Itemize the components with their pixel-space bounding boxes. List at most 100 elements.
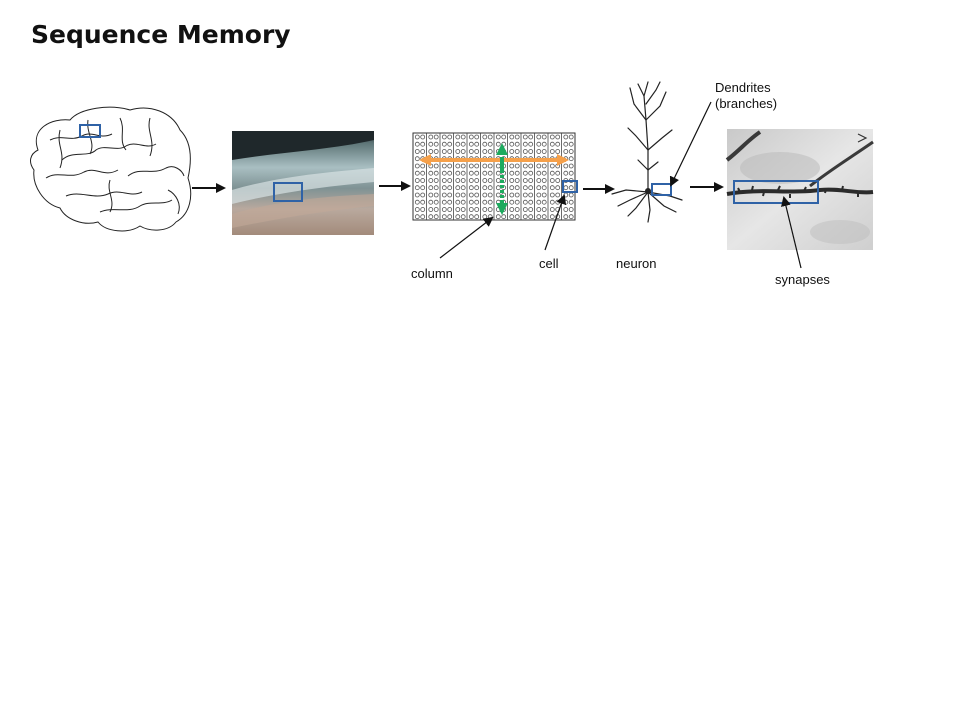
cell-circle — [555, 178, 561, 183]
cell-circle — [447, 149, 453, 154]
cell-circle — [482, 199, 488, 205]
cell-circle — [414, 170, 420, 176]
cell-circle — [414, 192, 420, 198]
cell-circle — [468, 199, 474, 205]
cell-circle — [514, 214, 520, 220]
cell-circle — [460, 207, 466, 212]
cell-circle — [414, 149, 420, 154]
cell-circle — [509, 149, 515, 154]
synapses-pointer — [781, 196, 802, 269]
cell-circle — [441, 192, 447, 198]
cell-circle — [549, 199, 555, 205]
neuron-label: neuron — [616, 256, 657, 271]
cell-circle — [455, 170, 461, 176]
cell-circle — [495, 170, 501, 176]
cell-circle — [528, 178, 534, 183]
cell-circle — [455, 163, 461, 169]
cell-circle — [514, 170, 520, 176]
cell-circle — [441, 199, 447, 205]
cell-circle — [536, 141, 542, 147]
cell-circle — [441, 163, 447, 169]
cell-circle — [522, 214, 528, 220]
cell-circle — [414, 178, 420, 183]
cell-circle — [433, 163, 439, 169]
cell-circle — [455, 134, 461, 140]
cell-circle — [528, 207, 534, 212]
cell-circle — [563, 141, 569, 147]
cell-circle — [509, 199, 515, 205]
cell-circle — [428, 149, 434, 154]
cell-circle — [514, 178, 520, 183]
cell-circle — [528, 170, 534, 176]
cell-circle — [420, 134, 426, 140]
cell-circle — [487, 207, 493, 212]
cell-circle — [568, 214, 574, 220]
cell-circle — [509, 134, 515, 140]
cell-circle — [468, 170, 474, 176]
cell-circle — [541, 163, 547, 169]
cell-circle — [420, 199, 426, 205]
cell-circle — [468, 163, 474, 169]
cell-circle — [447, 178, 453, 183]
cell-circle — [555, 170, 561, 176]
cell-circle — [455, 149, 461, 154]
cell-circle — [468, 141, 474, 147]
cell-circle — [433, 170, 439, 176]
cell-circle — [428, 170, 434, 176]
cell-circle — [420, 141, 426, 147]
cell-circle — [549, 170, 555, 176]
cell-circle — [487, 149, 493, 154]
cell-circle — [414, 141, 420, 147]
cell-circle — [541, 149, 547, 154]
cell-circle — [514, 134, 520, 140]
cell-circle — [455, 192, 461, 198]
cell-circle — [468, 178, 474, 183]
cell-circle — [420, 185, 426, 191]
cell-circle — [563, 207, 569, 212]
cell-circle — [482, 134, 488, 140]
cell-circle — [482, 149, 488, 154]
cell-circle — [447, 192, 453, 198]
brain-region-highlight — [79, 124, 101, 138]
cell-circle — [487, 192, 493, 198]
cell-circle — [509, 214, 515, 220]
cell-circle — [522, 170, 528, 176]
cell-circle — [460, 163, 466, 169]
cell-circle — [433, 192, 439, 198]
cell-circle — [568, 134, 574, 140]
cell-circle — [568, 141, 574, 147]
cell-circle — [514, 199, 520, 205]
cell-circle — [433, 199, 439, 205]
cell-circle — [536, 185, 542, 191]
cell-circle — [474, 199, 480, 205]
cell-circle — [460, 199, 466, 205]
cell-circle — [522, 134, 528, 140]
cell-circle — [536, 207, 542, 212]
cell-circle — [541, 199, 547, 205]
cell-circle — [482, 192, 488, 198]
cell-circle — [447, 207, 453, 212]
cell-circle — [441, 134, 447, 140]
cell-circle — [428, 134, 434, 140]
cell-circle — [428, 192, 434, 198]
column-label: column — [411, 266, 453, 281]
cell-circle — [420, 170, 426, 176]
cell-circle — [468, 214, 474, 220]
cell-circle — [487, 134, 493, 140]
cell-circle — [474, 185, 480, 191]
cell-circle — [433, 207, 439, 212]
cell-circle — [474, 149, 480, 154]
cell-circle — [522, 199, 528, 205]
cell-circle — [433, 149, 439, 154]
cell-circle — [414, 207, 420, 212]
synapses-highlight — [733, 180, 819, 204]
cell-circle — [522, 163, 528, 169]
cell-circle — [468, 192, 474, 198]
cell-circle — [447, 199, 453, 205]
cell-circle — [460, 170, 466, 176]
cell-circle — [528, 141, 534, 147]
cell-circle — [441, 149, 447, 154]
cell-circle — [563, 170, 569, 176]
cell-circle — [428, 185, 434, 191]
cell-circle — [509, 185, 515, 191]
